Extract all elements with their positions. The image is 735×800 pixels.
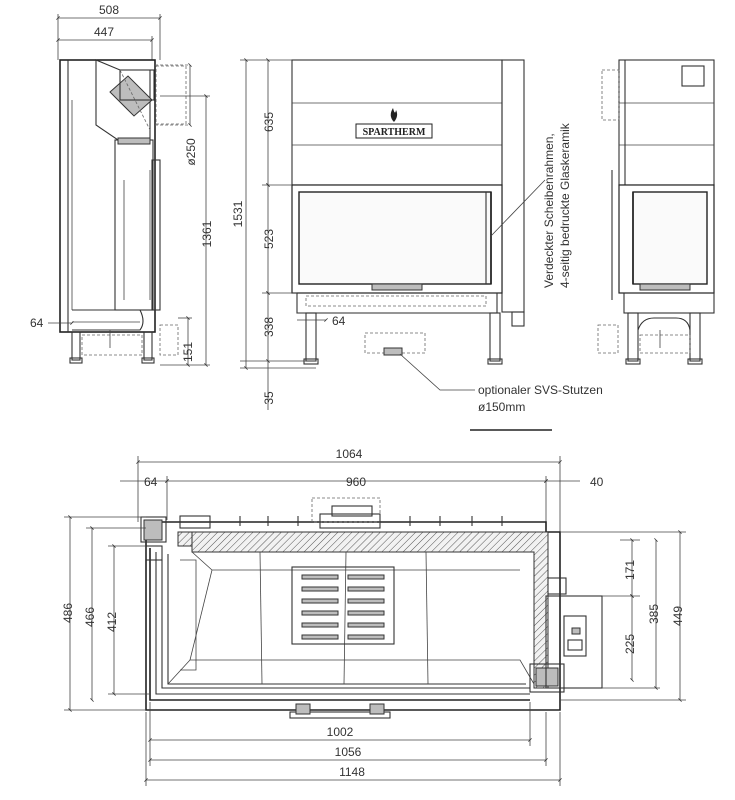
front-view: SPARTHERM Verdeckter Scheibenrahmen, 4-s… [231, 58, 603, 431]
dim-151: 151 [181, 342, 195, 362]
dim-171: 171 [623, 560, 637, 580]
dim-960: 960 [346, 475, 366, 489]
dim-1064: 1064 [336, 447, 363, 461]
dim-523: 523 [262, 229, 276, 249]
dim-449: 449 [671, 606, 685, 626]
dim-64-front: 64 [332, 314, 346, 328]
logo-text: SPARTHERM [363, 127, 426, 138]
svs-note-line2: ø150mm [478, 400, 525, 414]
grate-slots [301, 574, 385, 640]
dim-flue-diameter: ø250 [184, 138, 198, 166]
dim-486: 486 [61, 603, 75, 623]
top-view: 1064 64 960 40 [61, 447, 686, 786]
spartherm-logo: SPARTHERM [355, 108, 433, 139]
dim-1361: 1361 [200, 220, 214, 247]
dim-1148: 1148 [339, 765, 365, 779]
svs-note-line1: optionaler SVS-Stutzen [478, 383, 603, 397]
glass-note-line1: Verdeckter Scheibenrahmen, [542, 133, 556, 288]
dim-385: 385 [647, 604, 661, 624]
dim-466: 466 [83, 607, 97, 627]
dim-64-top: 64 [144, 475, 158, 489]
dim-1531: 1531 [231, 200, 245, 227]
dim-635: 635 [262, 112, 276, 132]
dim-1056: 1056 [335, 745, 362, 759]
side-view-right [597, 59, 715, 365]
dim-225: 225 [623, 634, 637, 654]
dim-447: 447 [94, 25, 114, 39]
dim-412: 412 [105, 612, 119, 632]
dim-40: 40 [590, 475, 604, 489]
dim-508: 508 [99, 3, 119, 17]
side-view-left: 508 447 ø250 [30, 3, 214, 367]
dim-1002: 1002 [327, 725, 354, 739]
dim-35: 35 [262, 391, 276, 405]
dim-64-left: 64 [30, 316, 44, 330]
glass-note-line2: 4-seitig bedruckte Glaskeramik [558, 122, 572, 288]
dim-338: 338 [262, 317, 276, 337]
